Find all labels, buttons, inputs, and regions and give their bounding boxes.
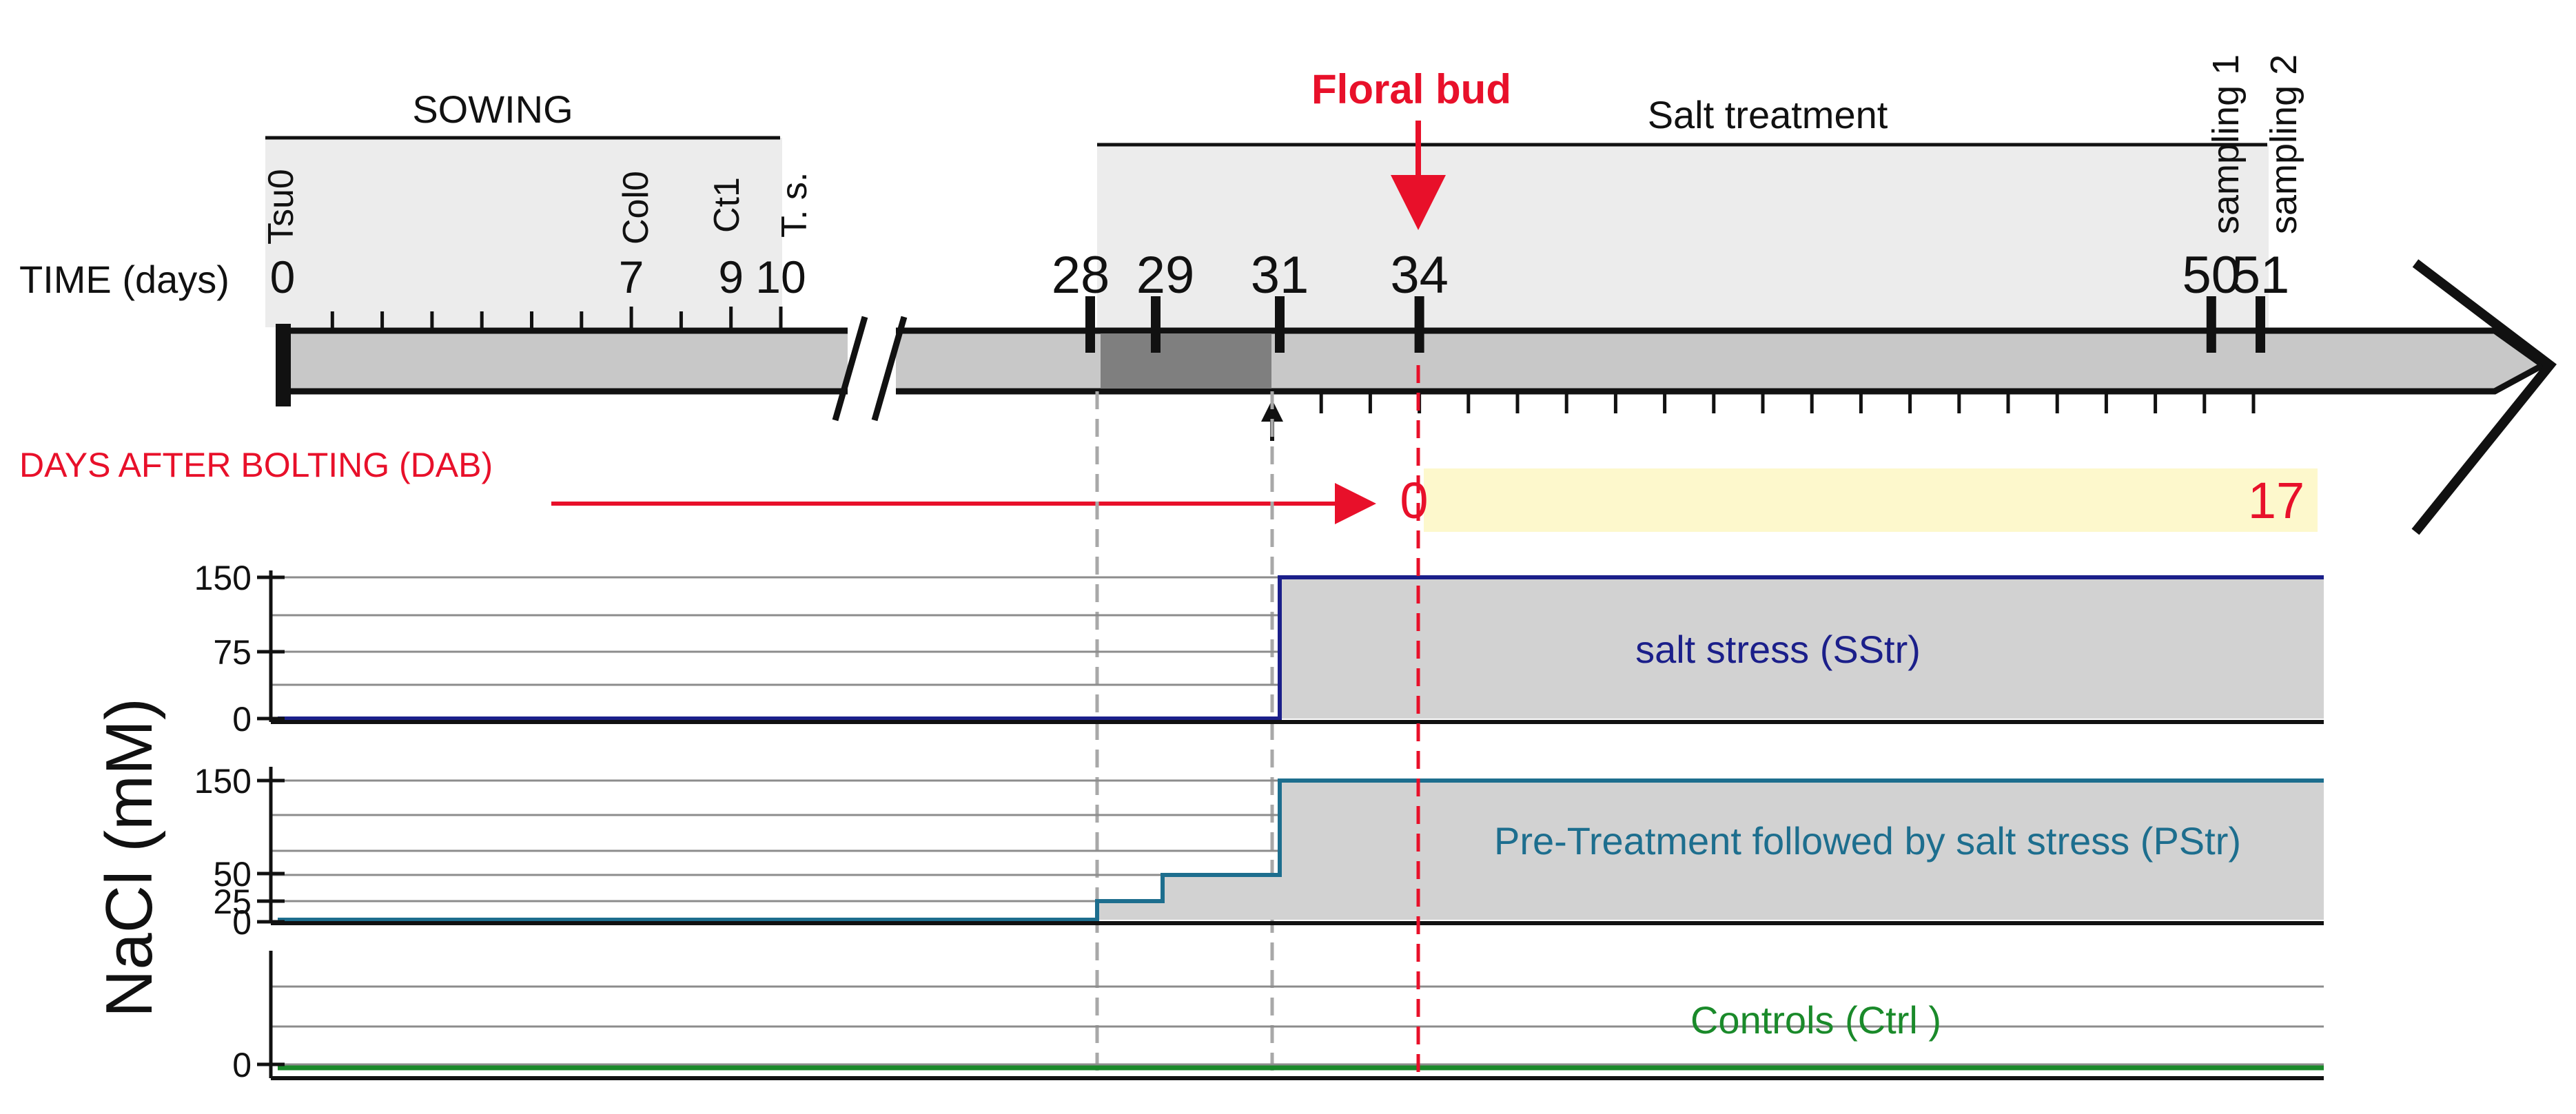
y-tick-label-0: 0 bbox=[232, 1046, 252, 1084]
panel-name: Controls (Ctrl ) bbox=[1690, 998, 1941, 1042]
tick-label-29: 29 bbox=[1136, 246, 1195, 305]
sampling-labels: sampling 1 sampling 2 bbox=[2205, 54, 2304, 234]
tick-label-31: 31 bbox=[1251, 246, 1309, 305]
dab-band bbox=[1424, 468, 2318, 532]
tick-label-51: 51 bbox=[2231, 246, 2290, 305]
series-line bbox=[278, 575, 2324, 721]
tick-label-50: 50 bbox=[2183, 246, 2241, 305]
major-tick-31 bbox=[1275, 296, 1285, 353]
sampling-1-label: sampling 1 bbox=[2205, 54, 2247, 234]
dab-label: DAYS AFTER BOLTING (DAB) bbox=[19, 446, 493, 484]
dab-start: 0 bbox=[1400, 472, 1428, 529]
pretreatment-bar bbox=[1101, 333, 1271, 389]
genotype-col0: Col0 bbox=[616, 171, 656, 245]
panel-3: 0 Controls (Ctrl ) bbox=[232, 951, 2324, 1084]
floral-bud-label: Floral bud bbox=[1311, 66, 1511, 112]
y-tick-label-150: 150 bbox=[194, 762, 252, 801]
sowing-minor-ticks bbox=[330, 311, 683, 331]
genotype-ts: T. s. bbox=[775, 172, 815, 238]
major-tick-50 bbox=[2206, 296, 2216, 353]
tick-label-34: 34 bbox=[1390, 246, 1449, 305]
dab-minor-ticks bbox=[1319, 391, 2256, 413]
major-tick-34 bbox=[1414, 296, 1424, 353]
panel-fill bbox=[278, 577, 2324, 719]
bolting-arrow-head bbox=[1261, 400, 1283, 422]
sowing-title: SOWING bbox=[412, 87, 573, 131]
panel-name: Pre-Treatment followed by salt stress (P… bbox=[1494, 819, 2241, 863]
salt-treatment-title: Salt treatment bbox=[1648, 93, 1888, 136]
major-tick-28 bbox=[1085, 296, 1095, 353]
panel-name: salt stress (SStr) bbox=[1635, 628, 1921, 671]
panel-1: 150 75 0 salt stress (SStr) bbox=[194, 559, 2324, 739]
axis-break bbox=[832, 313, 908, 422]
tick-label-9: 9 bbox=[718, 251, 744, 302]
time-axis-label: TIME (days) bbox=[19, 258, 229, 301]
y-axis-label: NaCl (mM) bbox=[92, 698, 166, 1018]
dab-end: 17 bbox=[2248, 472, 2304, 529]
y-tick-label-50: 50 bbox=[213, 855, 252, 894]
panel-fill bbox=[278, 781, 2324, 920]
y-tick-label-150: 150 bbox=[194, 559, 252, 597]
timeline-arrow bbox=[279, 327, 2549, 395]
y-tick-label-75: 75 bbox=[213, 633, 252, 672]
major-tick-29 bbox=[1151, 296, 1161, 353]
tick-label-10: 10 bbox=[755, 251, 806, 302]
genotype-ct1: Ct1 bbox=[707, 177, 747, 233]
tick-label-0: 0 bbox=[270, 251, 296, 302]
sampling-2-label: sampling 2 bbox=[2263, 54, 2304, 234]
tick-label-7: 7 bbox=[619, 251, 644, 302]
sowing-region bbox=[265, 138, 782, 327]
genotype-tsu0: Tsu0 bbox=[261, 169, 301, 245]
major-tick-51 bbox=[2256, 296, 2265, 353]
salt-treatment-region bbox=[1097, 145, 2269, 331]
series-line bbox=[278, 778, 2324, 922]
arrow-chevron bbox=[2411, 259, 2557, 535]
timeline-start-block bbox=[276, 324, 291, 406]
y-tick-label-25: 25 bbox=[213, 883, 252, 921]
genotype-labels: Tsu0 Col0 Ct1 T. s. bbox=[261, 169, 815, 245]
tick-label-28: 28 bbox=[1052, 246, 1110, 305]
y-tick-label-0: 0 bbox=[232, 903, 252, 942]
y-tick-label-0: 0 bbox=[232, 700, 252, 739]
